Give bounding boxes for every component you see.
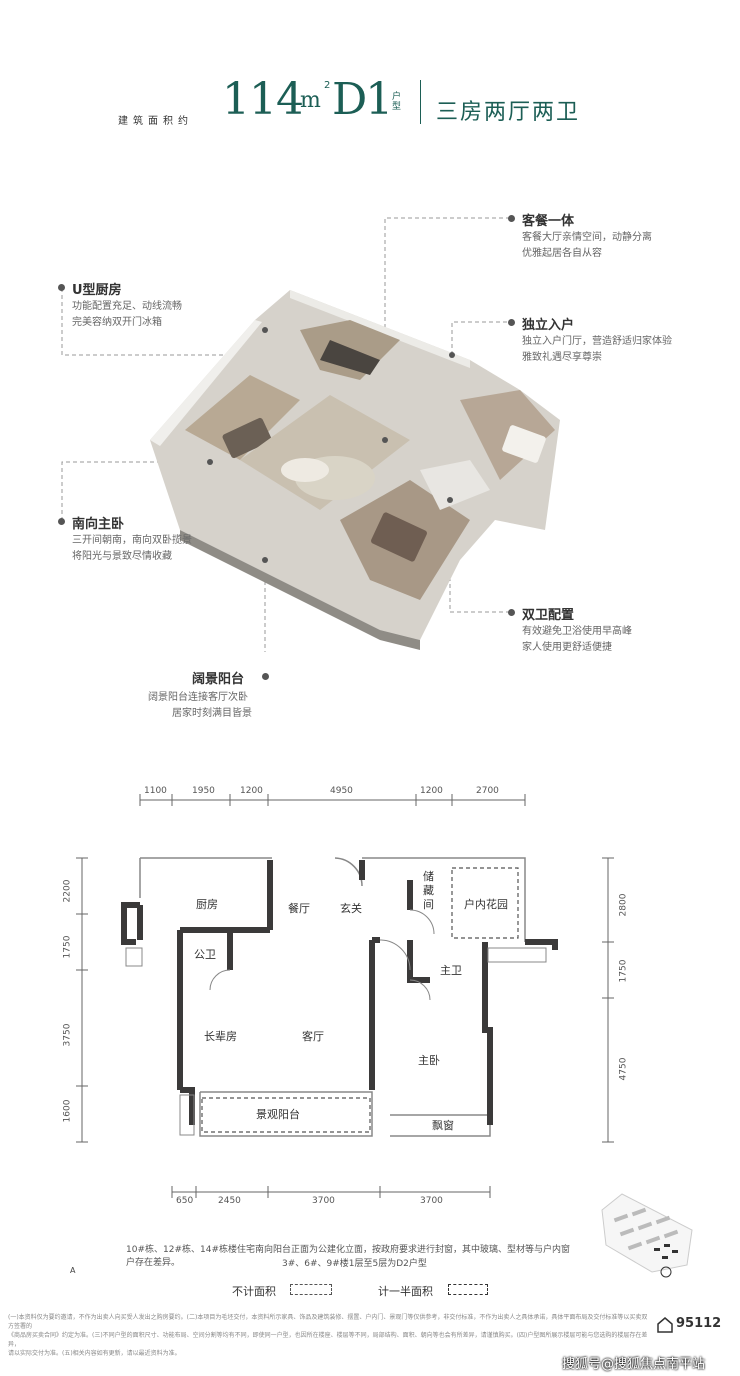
dim-top-3: 1200 [240,786,263,796]
living-dot [508,215,515,222]
feature-living-desc1: 客餐大厅亲情空间，动静分离 [522,232,652,243]
feature-living-desc2: 优雅起居各自从容 [522,248,602,259]
area-value: 114 [222,74,304,125]
layout-title: 三房两厅两卫 [436,100,581,125]
dim-bottom-2: 2450 [218,1196,241,1206]
hotline-number: 95112 [676,1316,722,1331]
room-dining: 餐厅 [288,902,310,915]
feature-balcony-desc1: 阔景阳台连接客厅次卧 [148,692,248,703]
room-elder: 长辈房 [204,1030,237,1043]
area-unit: m [300,88,321,113]
dim-right-3: 4750 [618,1057,629,1081]
room-garden: 户内花园 [464,898,508,911]
watermark-text: 搜狐号@搜狐焦点南平站 [562,1357,706,1372]
legend-half: 计一半面积 [378,1285,433,1298]
room-public-bath: 公卫 [194,948,216,961]
dim-left-1: 2200 [62,879,73,903]
ac-left [125,947,143,967]
disclaimer-1: (一)本资料仅为要约邀请，不作为出卖人向买受人发出之购房要约。(二)本项目为毛坯… [8,1314,648,1330]
dim-bottom-4: 3700 [420,1196,443,1206]
feature-balcony-title: 阔景阳台 [192,672,245,687]
garden-zone [451,867,519,939]
area-unit-sup: 2 [324,80,331,91]
dim-right-1: 2800 [618,893,629,917]
ac-bottom [179,1094,195,1136]
bed-1 [222,417,272,459]
dim-top-2: 1950 [192,786,215,796]
room-balcony: 景观阳台 [256,1108,300,1121]
dim-bottom-3: 3700 [312,1196,335,1206]
disclaimer-3: 请以实际交付为准。(五)相关内容如有更新，请以最近资料为准。 [8,1350,181,1357]
area-label: 建筑面积约 [118,116,193,127]
header-divider [420,80,421,124]
feature-bath-desc2: 家人使用更舒适便捷 [522,642,612,653]
compass-icon [660,1266,672,1278]
dim-left-3: 3750 [62,1023,73,1047]
dim-left-4: 1600 [62,1099,73,1123]
note-line-1: 10#栋、12#栋、14#栋楼住宅南向阳台正面为公建化立面，按政府要求进行封窗，… [126,1245,570,1268]
note-line-2: 3#、6#、9#楼1层至5层为D2户型 [282,1259,427,1269]
slab-edge [180,530,420,650]
feature-kitchen-title: U型厨房 [72,283,122,298]
site-map [601,1193,693,1278]
disclaimer-2: 《商品房买卖合同》约定为准。(三)不同户型的面积尺寸、功能布局、空间分割等均有不… [8,1332,648,1348]
legend-exclude-swatch [290,1284,332,1295]
room-living: 客厅 [302,1030,324,1043]
sofa [281,458,329,482]
legend-half-swatch [448,1284,488,1295]
home-icon [657,1317,673,1333]
feature-entry-desc1: 独立入户门厅，营造舒适归家体验 [522,336,672,347]
wall-top [290,290,470,368]
wall-left [150,320,262,446]
dim-bottom-1: 650 [176,1196,194,1206]
dim-top-4: 4950 [330,786,353,796]
living-floor [240,395,410,510]
bath-dot [508,609,515,616]
floor-plan [76,794,614,1198]
feature-bath-title: 双卫配置 [522,608,575,623]
room-bay-window: 飘窗 [432,1119,454,1132]
entry-dot [508,319,515,326]
unit-type-suffix: 户型 [392,92,402,112]
master-dot [58,518,65,525]
feature-kitchen-desc2: 完美容纳双开门冰箱 [72,317,162,328]
feature-master-title: 南向主卧 [72,517,125,532]
feature-kitchen-desc1: 功能配置充足、动线流畅 [72,301,182,312]
cabinet [320,340,380,375]
dim-top-1: 1100 [144,786,167,796]
room-kitchen: 厨房 [196,898,218,911]
unit-type-code: D1 [332,74,393,125]
room-foyer: 玄关 [340,902,362,915]
feature-master-desc2: 将阳光与景致尽情收藏 [72,551,172,562]
kitchen-dot [58,284,65,291]
dim-top-6: 2700 [476,786,499,796]
balcony-zone [201,1097,371,1133]
dim-left-2: 1750 [62,935,73,959]
room-master-bath: 主卫 [440,964,462,977]
bath-floor [420,460,490,510]
elder-room-floor [185,375,300,460]
balcony-dot [262,673,269,680]
bed-right [502,425,546,463]
feature-entry-desc2: 雅致礼遇尽享尊崇 [522,352,602,363]
feature-master-desc1: 三开间朝南，南向双卧揽景 [72,535,192,546]
bed-master [371,512,427,562]
compass-label: A [70,1266,76,1275]
feature-entry-title: 独立入户 [522,318,575,333]
render-3d [61,217,560,652]
feature-living-title: 客餐一体 [522,214,575,229]
dim-right-2: 1750 [618,959,629,983]
feature-bath-desc1: 有效避免卫浴使用早高峰 [522,626,632,637]
feature-balcony-desc2: 居家时刻满目皆景 [172,708,252,719]
legend-exclude: 不计面积 [232,1285,276,1298]
ac-right [487,947,547,963]
dim-top-5: 1200 [420,786,443,796]
room-storage: 储藏间 [423,870,434,911]
room-master: 主卧 [418,1054,440,1067]
